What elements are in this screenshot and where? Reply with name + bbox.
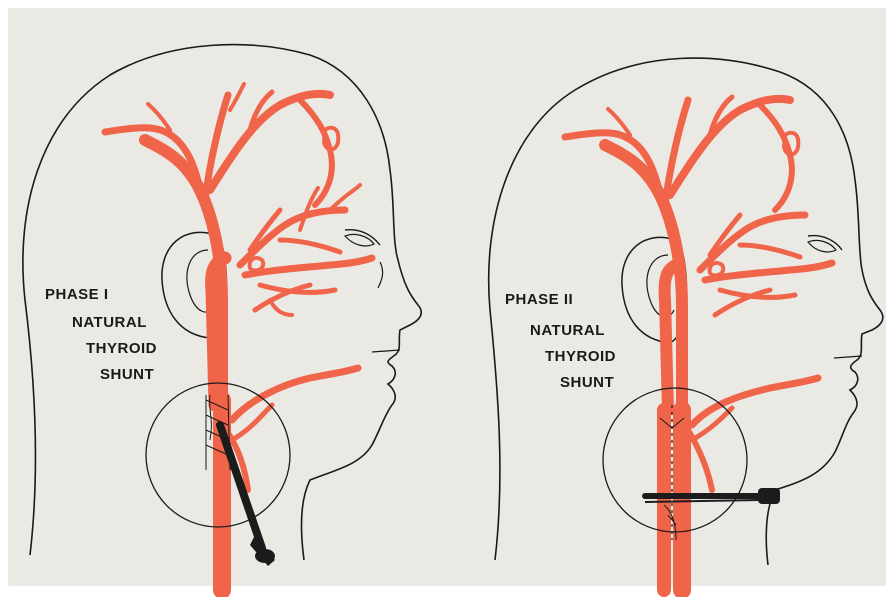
phase-1-caption-line-3: SHUNT [100, 367, 154, 382]
phase-2-caption-line-1: NATURAL [530, 323, 605, 338]
phase-2-caption-line-3: SHUNT [560, 375, 614, 390]
phase-1-title: PHASE I [45, 287, 109, 302]
artery-tree-2 [565, 97, 832, 590]
phase-2-caption-line-2: THYROID [545, 349, 616, 364]
phase-2-title: PHASE II [505, 292, 573, 307]
phase-1-caption-line-2: THYROID [86, 341, 157, 356]
phase-1-caption-line-1: NATURAL [72, 315, 147, 330]
